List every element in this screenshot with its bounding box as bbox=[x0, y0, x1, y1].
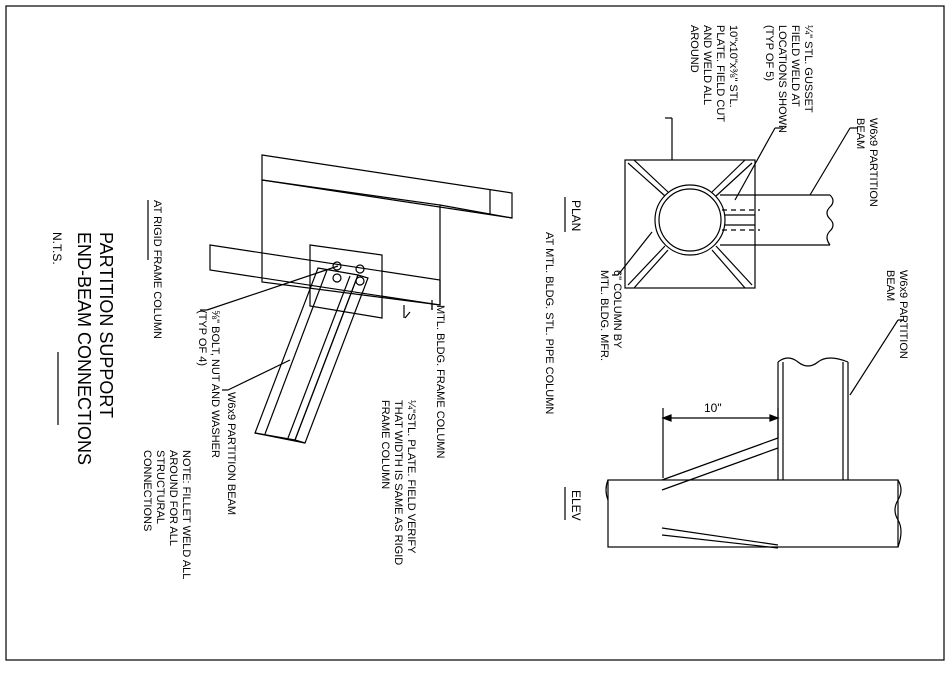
gusset-label-1: ¼" STL. GUSSET bbox=[802, 25, 814, 113]
sheet-title-2: END-BEAM CONNECTIONS bbox=[74, 232, 94, 465]
plate-label-3: AND WELD ALL bbox=[701, 25, 713, 105]
note-line-4: CONNECTIONS bbox=[141, 450, 153, 531]
beam-leader bbox=[227, 359, 291, 391]
sheet-border bbox=[5, 5, 945, 661]
column-label-2: MTL. BLDG. MFR. bbox=[598, 270, 610, 361]
note-line-2: AROUND FOR ALL bbox=[167, 450, 179, 546]
plan-beam-leader bbox=[809, 127, 851, 196]
plan-beam-label-2: BEAM bbox=[854, 118, 866, 149]
elev-beam-label-1: W6x9 PARTITION bbox=[897, 270, 909, 359]
iso-plate-label-2: THAT WIDTH IS SAME AS RIGID bbox=[392, 400, 404, 565]
elev-dimension: 10" bbox=[704, 401, 722, 415]
plate-label-1: 10"x10"x⅜" STL. bbox=[727, 25, 739, 108]
gusset-label-2: FIELD WELD AT bbox=[789, 25, 801, 107]
gusset-leader bbox=[734, 127, 776, 201]
plan-beam-label-1: W6x9 PARTITION bbox=[867, 118, 879, 207]
elev-beam-label-2: BEAM bbox=[884, 270, 896, 301]
elev-column bbox=[607, 479, 899, 548]
note-line-3: STRUCTURAL bbox=[154, 450, 166, 524]
elevation-view bbox=[564, 319, 904, 549]
column-leader bbox=[617, 231, 653, 276]
elev-heading: ELEV bbox=[569, 490, 583, 521]
bolt-label-2: (TYP OF 4) bbox=[196, 310, 208, 366]
plan-subtitle: AT MTL. BLDG. STL. PIPE COLUMN bbox=[543, 232, 555, 414]
plan-heading: PLAN bbox=[569, 200, 583, 231]
elev-beam-leader bbox=[849, 319, 899, 396]
plan-pipe-column bbox=[654, 184, 726, 256]
column-label-1: 6" COLUMN BY bbox=[611, 270, 623, 349]
iso-plate-label-1: ¼"STL. PLATE. FIELD VERIFY bbox=[405, 400, 417, 554]
iso-plate-label-3: FRAME COLUMN bbox=[379, 400, 391, 489]
bolt-leader bbox=[206, 265, 339, 311]
iso-frame-column bbox=[261, 154, 513, 219]
iso-plate bbox=[309, 244, 383, 319]
frame-col-label: MTL. BLDG. FRAME COLUMN bbox=[434, 305, 446, 458]
bolt bbox=[332, 261, 342, 271]
note-line-1: NOTE: FILLET WELD ALL bbox=[180, 450, 192, 579]
iso-subtitle: AT RIGID FRAME COLUMN bbox=[151, 200, 163, 339]
plan-view bbox=[564, 117, 858, 289]
plate-label-4: AROUND bbox=[688, 25, 700, 73]
iso-beam-label: W6x9 PARTITION BEAM bbox=[225, 392, 237, 515]
bolt-label-1: ⅝" BOLT, NUT AND WASHER bbox=[209, 310, 221, 458]
plate-label-2: PLATE. FIELD CUT bbox=[714, 25, 726, 122]
iso-view bbox=[57, 154, 513, 444]
plan-base-plate bbox=[624, 159, 756, 289]
gusset-label-4: (TYP OF 5) bbox=[763, 25, 775, 81]
gusset-label-3: LOCATIONS SHOWN bbox=[776, 25, 788, 133]
sheet-title-1: PARTITION SUPPORT bbox=[96, 232, 116, 418]
sheet-scale: N.T.S. bbox=[50, 232, 64, 265]
